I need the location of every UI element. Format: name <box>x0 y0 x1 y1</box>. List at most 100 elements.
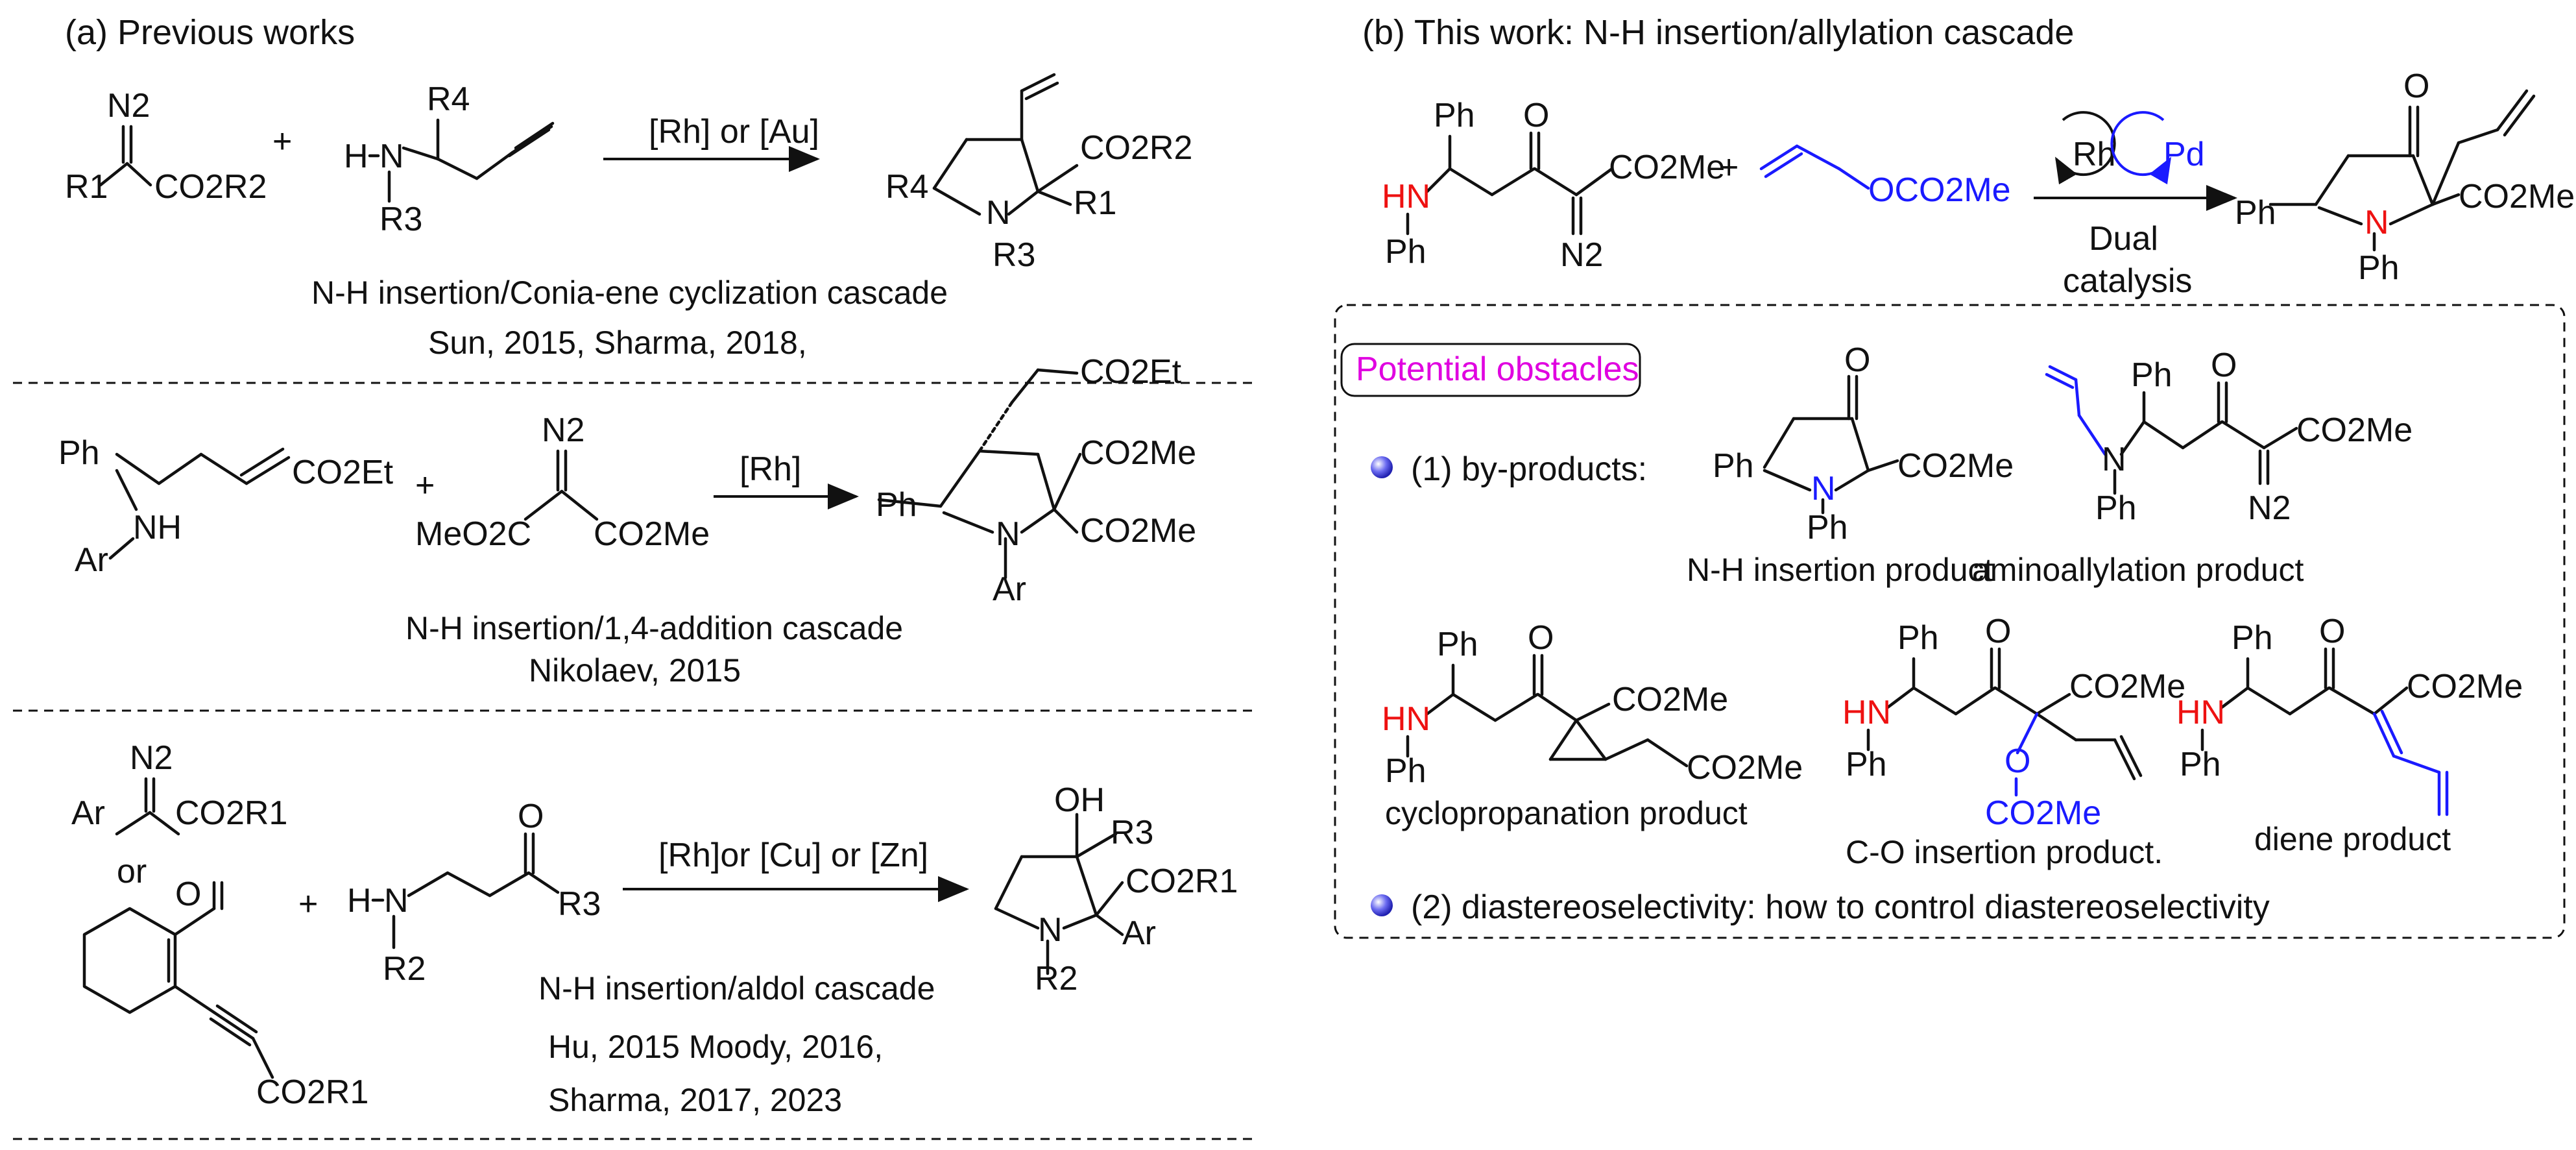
n-label: N <box>2365 204 2389 241</box>
o-label: O <box>1844 341 1870 379</box>
n-ph-label: Ph <box>2095 489 2137 527</box>
panel-b-title: (b) This work: N-H insertion/allylation … <box>1362 13 2074 52</box>
item-1-text: (1) by-products: <box>1411 450 1647 488</box>
or-label: or <box>117 853 147 890</box>
ph-label: Ph <box>1434 97 1475 134</box>
row2-conditions: [Rh] <box>740 450 801 488</box>
r2-label: R2 <box>383 950 426 988</box>
r1-label: R1 <box>65 168 108 206</box>
item-2-text: (2) diastereoselectivity: how to control… <box>1411 888 2270 926</box>
byproduct-label: C-O insertion product. <box>1846 834 2163 870</box>
r4-label: R4 <box>427 80 470 118</box>
ester-2: CO2Me <box>1080 512 1196 550</box>
byproduct-co-insertion: Ph O O CO2Me HN Ph CO2Me C-O insertion p… <box>1842 613 2185 870</box>
obstacles-title: Potential obstacles <box>1356 350 1639 388</box>
h-label: H <box>344 138 368 175</box>
row3-product: OH R3 CO2R1 N R2 Ar <box>994 781 1238 997</box>
oh-label: OH <box>1054 781 1105 819</box>
plus-sign: + <box>1719 149 1739 186</box>
ar-label: Ar <box>993 570 1026 608</box>
ph-label: Ph <box>876 486 917 524</box>
r2-label: R2 <box>1035 960 1077 997</box>
o-label: O <box>2211 347 2237 384</box>
o-label: O <box>518 798 544 835</box>
n-label: N <box>384 882 409 920</box>
ph-label: Ph <box>1713 447 1754 485</box>
ester-label: CO2Me <box>1609 149 1725 186</box>
ar-label: Ar <box>71 794 105 832</box>
bullet-2 <box>1371 894 1393 916</box>
ph-label: Ph <box>2232 619 2273 657</box>
row3-caption: N-H insertion/aldol cascade <box>538 970 935 1007</box>
row3-diazo: N2 Ar CO2R1 <box>71 739 287 836</box>
n2-label: N2 <box>542 411 584 449</box>
byproduct-diene: Ph O HN Ph CO2Me diene product <box>2176 613 2523 857</box>
ester-1-label: CO2Me <box>1612 681 1728 718</box>
ester-1: CO2Me <box>1080 434 1196 472</box>
plus-sign: + <box>298 885 318 923</box>
ester-label: CO2Me <box>2296 411 2413 449</box>
conditions-catalysis: catalysis <box>2063 262 2192 300</box>
row2-refs: Nikolaev, 2015 <box>529 652 741 689</box>
o-label: O <box>1528 619 1554 657</box>
right-ester: CO2Me <box>594 515 710 553</box>
left-ester: MeO2C <box>415 515 531 553</box>
plus-sign: + <box>272 123 292 160</box>
row2-product: Ph N Ar CO2Et CO2Me CO2Me <box>876 353 1196 608</box>
row1-refs: Sun, 2015, Sharma, 2018, <box>428 324 807 361</box>
byproduct-nh-insertion: O Ph N Ph CO2Me N-H insertion product <box>1687 341 2014 588</box>
ester-label: CO2Me <box>2459 178 2575 215</box>
o-label: O <box>2319 613 2345 650</box>
row3-refs-2: Sharma, 2017, 2023 <box>548 1082 842 1118</box>
hn-label: HN <box>2176 694 2225 731</box>
o-label: O <box>2403 67 2429 105</box>
n2-label: N2 <box>107 87 150 125</box>
row2-substrate: Ph CO2Et NH Ar <box>58 434 394 579</box>
ester-label: CO2Et <box>292 454 394 491</box>
n-label: N <box>1811 470 1836 508</box>
byproduct-label: cyclopropanation product <box>1385 795 1748 831</box>
nh-label: NH <box>133 509 182 546</box>
n-label: N <box>996 515 1020 553</box>
b-dual-catalysis: Rh Pd <box>2055 111 2205 185</box>
row1-diazo-reagent: N2 R1 CO2R2 <box>65 87 267 206</box>
ester-label: CO2Me <box>1897 447 2014 485</box>
ester-label: CO2R1 <box>1125 862 1238 900</box>
ester-label: CO2R2 <box>1080 129 1192 167</box>
byproduct-label: aminoallylation product <box>1972 552 2304 588</box>
row3-amine: H N R2 O R3 <box>347 798 601 988</box>
hn-label: HN <box>1842 694 1891 731</box>
conditions-dual: Dual <box>2089 220 2158 258</box>
carbonate-label: CO2Me <box>1985 794 2101 832</box>
n-label: N <box>1038 911 1063 949</box>
o2-label: O <box>2004 742 2030 780</box>
n-label: N <box>2102 441 2126 478</box>
n2-label: N2 <box>1560 236 1603 274</box>
carbonate-label: OCO2Me <box>1868 171 2011 209</box>
byproduct-label: N-H insertion product <box>1687 552 1993 588</box>
n-ph-label: Ph <box>1846 746 1887 783</box>
h-label: H <box>347 882 372 920</box>
ester-2-label: CO2Me <box>1687 749 1803 787</box>
row3-refs-1: Hu, 2015 Moody, 2016, <box>548 1029 883 1065</box>
r3-label: R3 <box>993 236 1035 274</box>
ester-label: CO2R2 <box>154 168 267 206</box>
o-label: O <box>1523 97 1549 134</box>
ph-label: Ph <box>1897 619 1939 657</box>
o-label: O <box>175 875 201 913</box>
obstacles-badge <box>1340 343 1641 397</box>
n-ph-label: Ph <box>1385 752 1426 790</box>
obstacles-box <box>1334 304 2566 939</box>
row1-product: R4 N R3 CO2R2 R1 <box>885 73 1192 274</box>
side-chain-ester: CO2Et <box>1080 353 1182 391</box>
b-allyl-carbonate: OCO2Me <box>1759 144 2011 209</box>
row3-enyne: O CO2R1 <box>82 875 368 1111</box>
row2-diazo: N2 MeO2C CO2Me <box>415 411 710 553</box>
r3-label: R3 <box>379 201 422 238</box>
ester-label: CO2R1 <box>256 1073 368 1111</box>
ph2-label: Ph <box>1385 233 1426 271</box>
hn-label: HN <box>1382 700 1430 738</box>
ar-label: Ar <box>1122 914 1156 952</box>
o-label: O <box>1985 613 2011 650</box>
